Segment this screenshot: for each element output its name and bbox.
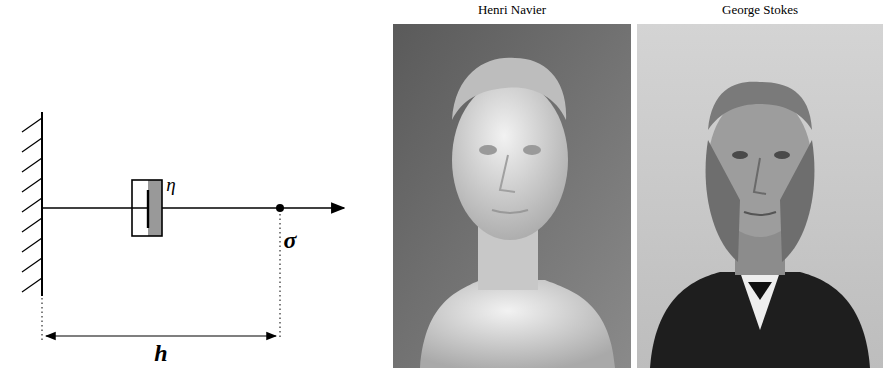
dimension-line (46, 335, 276, 336)
extension-line (42, 298, 43, 340)
wall-hatching (22, 118, 42, 292)
portrait-frame: Henri Navier (393, 2, 631, 18)
viscosity-symbol: η (166, 175, 175, 194)
stress-symbol: σ (284, 228, 297, 252)
portrait-frame: George Stokes (637, 2, 883, 18)
force-arrow (280, 207, 344, 209)
wall (41, 112, 43, 296)
navier-portrait (393, 24, 631, 368)
extension-line (280, 214, 281, 340)
dashpot-piston (147, 190, 149, 228)
dashpot-cylinder (132, 180, 162, 236)
portrait-caption: George Stokes (637, 2, 883, 18)
stokes-portrait (637, 24, 883, 368)
dashpot-fluid (148, 180, 162, 236)
rod (162, 207, 278, 209)
length-symbol: h (154, 341, 167, 365)
portrait-caption: Henri Navier (393, 2, 631, 18)
